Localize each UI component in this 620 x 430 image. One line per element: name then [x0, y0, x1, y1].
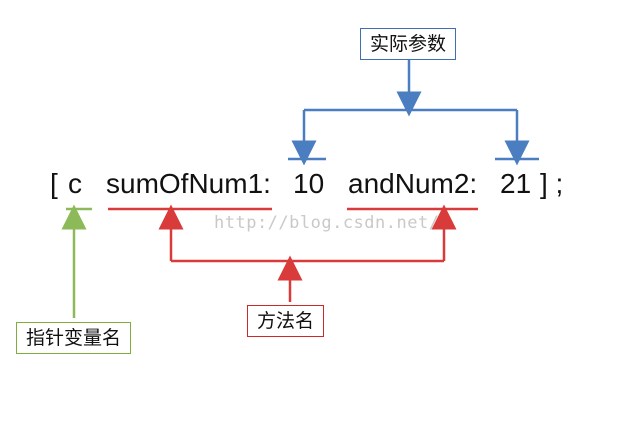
open-bracket: [ — [50, 168, 58, 199]
pointer-variable: c — [68, 168, 82, 199]
pointer-connector — [61, 204, 92, 318]
selector-part-1: sumOfNum1: — [106, 168, 271, 199]
actual-params-connector — [288, 59, 539, 166]
selector-part-2: andNum2: — [348, 168, 478, 199]
watermark-url: http://blog.csdn.net/ — [214, 213, 440, 233]
method-name-connector — [108, 204, 478, 302]
argument-1: 10 — [293, 168, 325, 199]
argument-2: 21 — [500, 168, 532, 199]
method-name-label: 方法名 — [247, 305, 325, 337]
pointer-var-name-label: 指针变量名 — [16, 322, 132, 354]
actual-params-label: 实际参数 — [360, 28, 457, 60]
closing-bracket-semicolon: ] ; — [540, 168, 564, 199]
